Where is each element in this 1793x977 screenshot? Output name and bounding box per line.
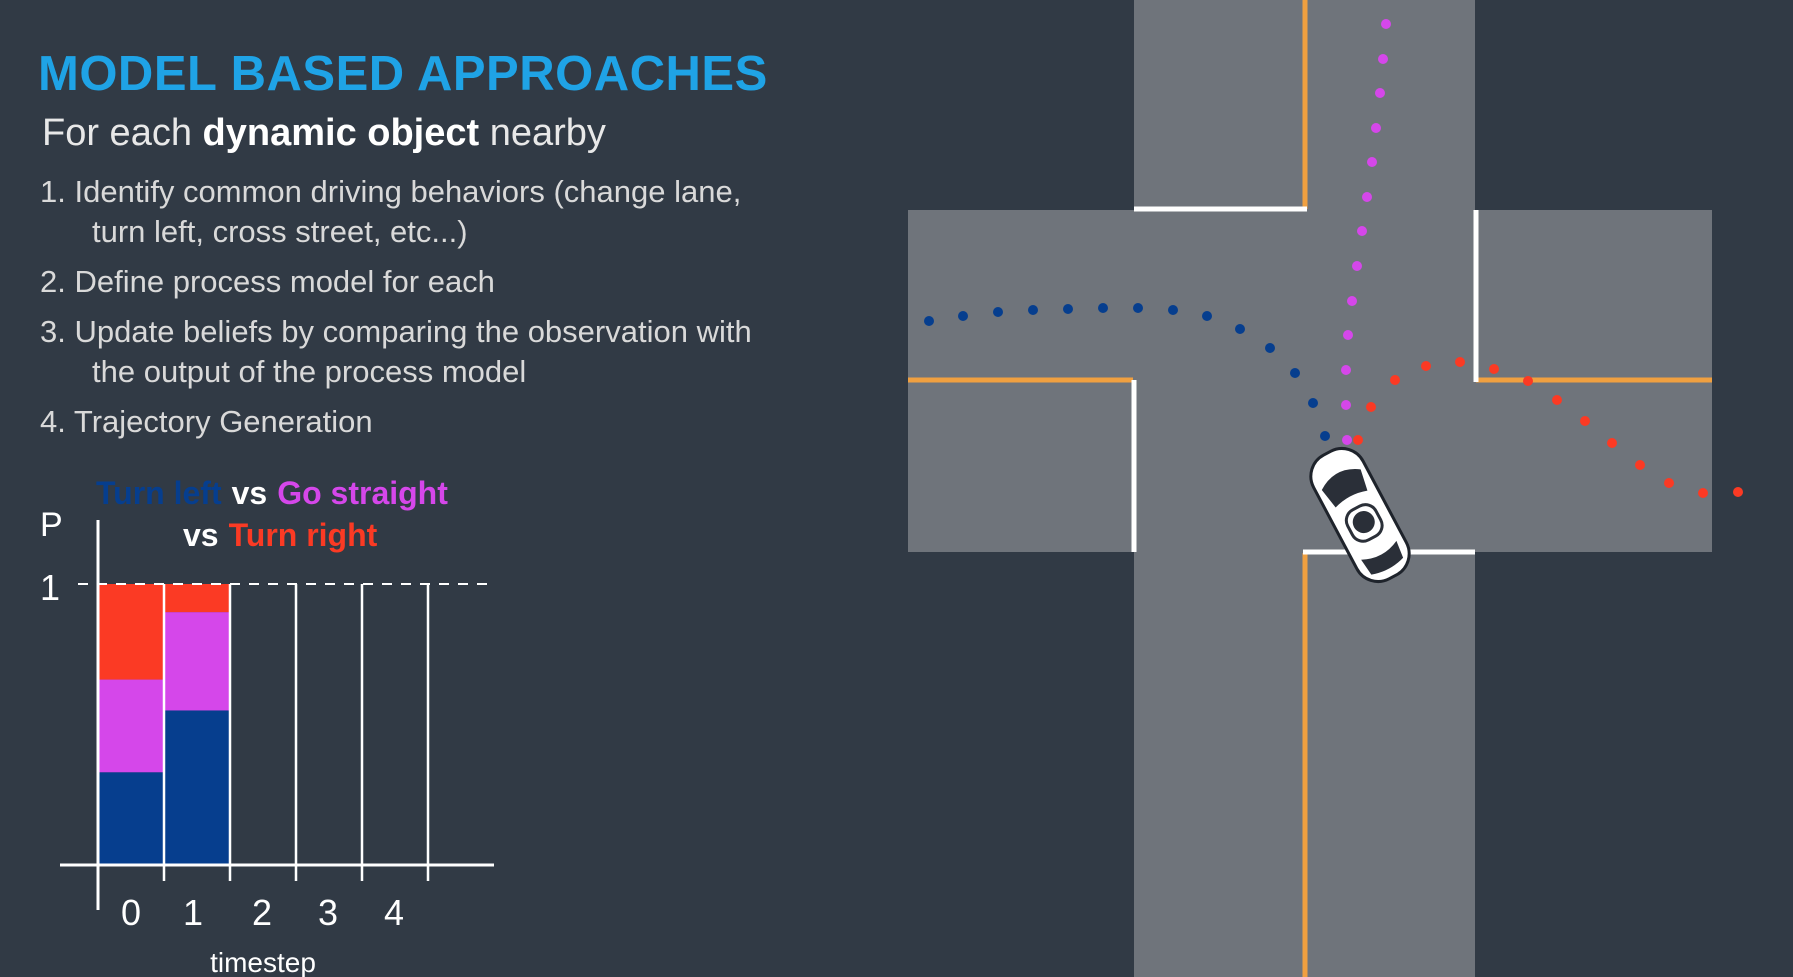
trajectory-dot-turn-right — [1635, 460, 1645, 470]
chart-bar — [164, 584, 230, 612]
trajectory-dot-go-straight — [1341, 400, 1351, 410]
trajectory-dot-turn-left — [1290, 368, 1300, 378]
trajectory-dot-go-straight — [1367, 157, 1377, 167]
trajectory-dot-turn-left — [1265, 343, 1275, 353]
chart-x-tick-label: 4 — [384, 892, 404, 933]
trajectory-dot-turn-left — [1202, 311, 1212, 321]
legend-turn-right: Turn right — [229, 517, 378, 553]
legend-vs: vs — [183, 517, 219, 553]
probability-chart: P 1 0 1 2 3 4 timestep — [40, 506, 495, 977]
trajectory-dot-go-straight — [1347, 296, 1357, 306]
trajectory-dot-turn-right — [1664, 478, 1674, 488]
chart-x-tick-label: 3 — [318, 892, 338, 933]
trajectory-dot-go-straight — [1341, 365, 1351, 375]
chart-y-label: P — [40, 506, 63, 544]
trajectory-dot-turn-right — [1353, 435, 1363, 445]
chart-bar — [98, 772, 164, 865]
trajectory-dot-turn-left — [1028, 305, 1038, 315]
trajectory-dot-go-straight — [1381, 19, 1391, 29]
trajectory-dot-go-straight — [1342, 435, 1352, 445]
chart-bar — [164, 612, 230, 710]
trajectory-dot-go-straight — [1371, 123, 1381, 133]
trajectory-dot-turn-left — [1308, 398, 1318, 408]
trajectory-dot-go-straight — [1357, 226, 1367, 236]
trajectory-dot-turn-right — [1523, 376, 1533, 386]
chart-bar — [164, 710, 230, 865]
trajectory-dot-turn-left — [1168, 305, 1178, 315]
intersection-map — [908, 0, 1712, 977]
trajectory-dot-turn-left — [1133, 303, 1143, 313]
trajectory-dot-turn-left — [993, 307, 1003, 317]
trajectory-dot-turn-right — [1455, 357, 1465, 367]
trajectory-dot-turn-left — [924, 316, 934, 326]
trajectory-dot-go-straight — [1375, 88, 1385, 98]
chart-y-tick-label: 1 — [40, 567, 60, 608]
legend-text-2: vs Turn right — [183, 517, 378, 553]
trajectory-dot-turn-left — [1098, 303, 1108, 313]
legend-go-straight: Go straight — [277, 475, 448, 511]
trajectory-dot-go-straight — [1378, 54, 1388, 64]
trajectory-dot-turn-right — [1421, 361, 1431, 371]
trajectory-dot-turn-right — [1733, 487, 1743, 497]
trajectory-dot-turn-left — [1235, 324, 1245, 334]
trajectory-dot-go-straight — [1343, 330, 1353, 340]
trajectory-dot-turn-right — [1366, 402, 1376, 412]
chart-bar — [98, 584, 164, 680]
trajectory-dot-turn-right — [1580, 416, 1590, 426]
trajectory-dot-turn-right — [1552, 395, 1562, 405]
chart-x-tick-label: 2 — [252, 892, 272, 933]
trajectory-dot-turn-right — [1698, 488, 1708, 498]
trajectory-dot-turn-left — [1320, 431, 1330, 441]
trajectory-dot-turn-left — [958, 311, 968, 321]
trajectory-dot-go-straight — [1352, 261, 1362, 271]
trajectory-dot-turn-right — [1489, 364, 1499, 374]
legend-turn-left: Turn left — [96, 475, 222, 511]
chart-bar — [98, 680, 164, 773]
chart-x-tick-label: 0 — [121, 892, 141, 933]
chart-x-tick-label: 1 — [183, 892, 203, 933]
trajectory-dot-turn-right — [1607, 438, 1617, 448]
trajectory-dot-turn-right — [1390, 375, 1400, 385]
chart-x-label: timestep — [210, 947, 316, 977]
legend-vs: vs — [232, 475, 268, 511]
trajectory-dot-turn-left — [1063, 304, 1073, 314]
trajectory-dot-go-straight — [1362, 192, 1372, 202]
